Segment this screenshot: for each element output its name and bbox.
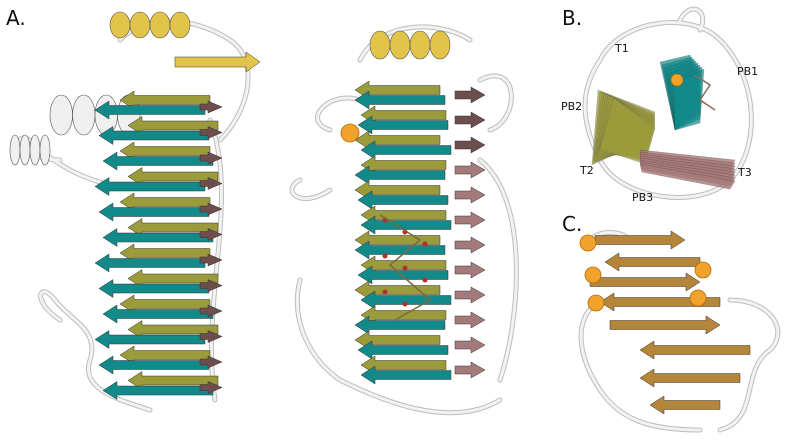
c-strand (609, 315, 721, 335)
c-strand (589, 272, 701, 292)
panel-a-label: A. (6, 6, 26, 30)
a1-brown-strand (199, 279, 223, 292)
a2-brown-strand (454, 311, 486, 329)
a2-brown-strand (454, 161, 486, 179)
a1-helix-small (19, 134, 31, 166)
label-t2: T2 (580, 164, 594, 177)
c-strand (639, 340, 751, 360)
a2-teal-strand (357, 115, 449, 135)
a1-brown-strand (199, 253, 223, 267)
label-pb1: PB1 (737, 65, 759, 78)
a1-brown-strand (199, 151, 223, 165)
a2-ligand-atom (422, 241, 428, 247)
a1-yellow-strand (174, 51, 261, 73)
a2-ligand-atom (422, 277, 428, 283)
a1-brown-strand (199, 126, 223, 139)
a2-brown-strand (454, 136, 486, 154)
a1-helix (72, 94, 96, 136)
b-metal-ion (670, 73, 684, 87)
c-strand (639, 368, 741, 388)
a2-brown-strand (454, 86, 486, 104)
c-strand (649, 395, 721, 415)
a2-teal-strand (354, 90, 446, 110)
a1-brown-strand (199, 202, 223, 216)
a1-helix-small (29, 134, 41, 166)
a1-yellow-helix (109, 11, 131, 39)
a1-brown-strand (199, 355, 223, 369)
label-pb2: PB2 (561, 100, 583, 113)
a2-yellow-helix (369, 30, 391, 60)
a2-brown-strand (454, 186, 486, 204)
a1-coil-highlight (18, 19, 250, 412)
label-pb3: PB3 (632, 191, 654, 204)
a2-brown-strand (454, 261, 486, 279)
a2-brown-strand (454, 111, 486, 129)
label-t1: T1 (615, 42, 629, 55)
a1-brown-strand (199, 100, 223, 114)
a1-helix-small (39, 134, 51, 166)
a1-yellow-helix (129, 11, 151, 39)
a1-brown-strand (199, 177, 223, 190)
a2-ligand-bonds (379, 214, 432, 321)
a2-metal-ion (340, 123, 360, 143)
a2-brown-strand (454, 336, 486, 354)
c-metal-ion (579, 234, 597, 252)
label-t3: T3 (738, 166, 752, 179)
a2-brown-strand (454, 236, 486, 254)
a2-brown-strand (454, 211, 486, 229)
c-metal-ion (587, 294, 605, 312)
a2-yellow-helix (409, 30, 431, 60)
a2-coil-highlight (290, 25, 518, 415)
a1-yellow-helix (169, 11, 191, 39)
a1-brown-strand (199, 228, 223, 241)
a1-yellow-helix (149, 11, 171, 39)
a2-brown-strand (454, 286, 486, 304)
a1-helix-small (9, 134, 21, 166)
a1-brown-strand (199, 381, 223, 394)
a2-ligand-atom (402, 265, 408, 271)
a2-teal-strand (360, 365, 452, 385)
c-strand (604, 252, 701, 272)
panel-b-label: B. (562, 6, 583, 30)
a2-yellow-helix (389, 30, 411, 60)
a2-ligand-atom (382, 253, 388, 259)
b-ligand (694, 74, 716, 111)
a2-brown-strand (454, 361, 486, 379)
c-metal-ion (694, 261, 712, 279)
a2-teal-strand (354, 240, 446, 260)
a2-ligand-atom (382, 289, 388, 295)
a1-brown-strand (199, 304, 223, 318)
a2-yellow-helix (429, 30, 451, 60)
a1-helix (49, 94, 73, 136)
c-metal-ion (584, 266, 602, 284)
a2-ligand-atom (402, 301, 408, 307)
panel-c-label: C. (562, 212, 583, 236)
a1-brown-strand (199, 330, 223, 343)
c-metal-ion (689, 289, 707, 307)
b-pb3-strand (639, 163, 736, 190)
